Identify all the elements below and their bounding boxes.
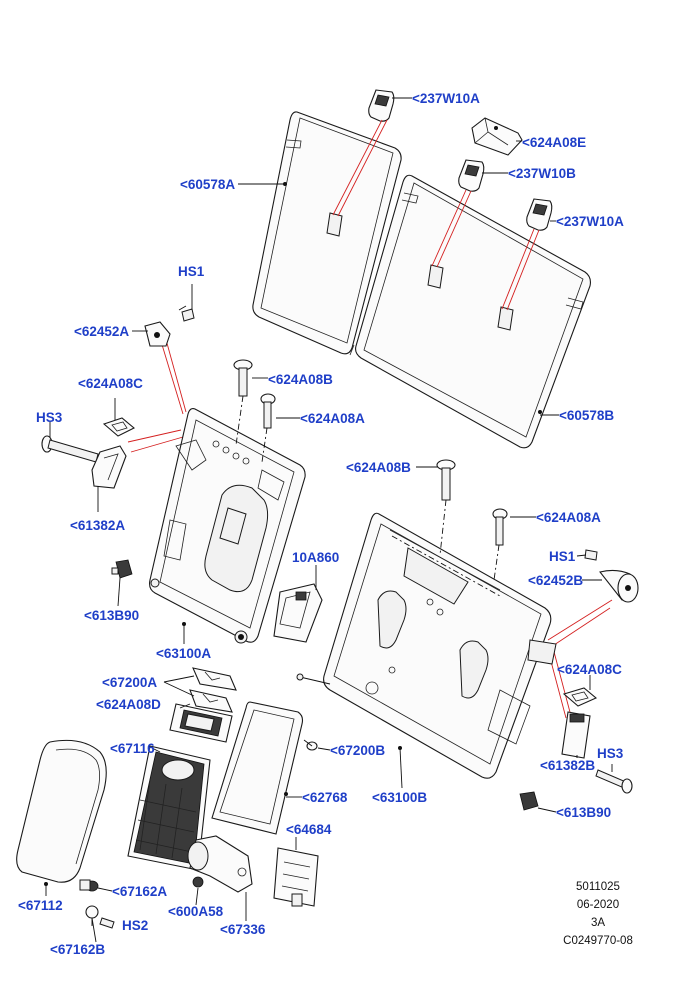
label-624a08c-right: <624A08C [557,662,622,677]
red-callout-lines [127,119,613,719]
label-624a08c-left: <624A08C [78,376,143,391]
cover-624a08c-right [562,687,598,707]
label-hs2: HS2 [122,918,148,933]
label-64684: <64684 [286,822,332,837]
nut-600a58 [192,876,204,888]
reference-number: 5011025 [576,881,620,893]
screw-hs1-left [178,305,195,322]
label-613b90-right: <613B90 [556,805,611,820]
armrest-pad-67112 [16,739,107,883]
label-624a08a-left: <624A08A [300,411,365,426]
label-63100a: <63100A [156,646,211,661]
pivot-pin-624a08a-right [492,508,508,581]
label-67162a: <67162A [112,884,167,899]
bolt-hs3-right [595,769,633,794]
label-67336: <67336 [220,922,266,937]
label-237w10a-top: <237W10A [412,91,480,106]
hinge-67162a [79,879,99,892]
label-10a860: 10A860 [292,550,339,565]
bracket-67336 [187,835,253,893]
pivot-pin-624a08b-right [436,459,456,556]
bracket-62452a [144,321,171,347]
hinge-bracket-61382b [561,711,591,759]
clips-67200a [189,667,237,713]
label-67200a: <67200A [102,675,157,690]
label-67162b: <67162B [50,942,105,957]
label-60578a: <60578A [180,177,235,192]
armrest-lid-frame-624a08d [169,703,233,743]
armrest-cover-62768 [211,701,304,835]
label-624a08e: <624A08E [522,135,586,150]
seat-frame-63100b [296,512,557,779]
bracket-10a860 [273,583,323,643]
plate-64684 [273,847,319,907]
label-62452b: <62452B [528,573,583,588]
label-600a58: <600A58 [168,904,224,919]
screw-hs1-right [584,549,598,561]
label-624a08b-left: <624A08B [268,372,333,387]
label-237w10a-right: <237W10A [556,214,624,229]
label-67116: <67116 [110,741,155,756]
reference-revision: 3A [591,917,605,929]
hinge-67162b [85,905,99,926]
bolt-hs3-left [41,435,99,463]
label-62452a: <62452A [74,324,129,339]
label-613b90-left: <613B90 [84,608,139,623]
reference-code: C0249770-08 [563,935,633,947]
seat-frame-63100a [149,408,306,644]
reference-date: 06-2020 [577,899,619,911]
label-hs1-left: HS1 [178,264,205,279]
screw-hs2 [99,917,115,929]
armrest-base-67116 [127,745,211,871]
cover-624a08e [471,117,523,156]
leader-lines [44,97,613,943]
screw-67200b [303,739,318,751]
label-61382b: <61382B [540,758,595,773]
drawing-reference-block: 5011025 06-2020 3A C0249770-08 [563,881,633,947]
label-62768: <62768 [302,790,348,805]
hinge-bracket-61382a [91,445,127,489]
headrest-guide-clip-237w10a-right [526,198,553,231]
cover-624a08c-left [102,417,135,437]
headrest-guide-slots [326,212,514,331]
clip-613b90-right [519,791,539,811]
headrest-guide-clip-237w10b [458,159,485,192]
label-237w10b: <237W10B [508,166,576,181]
part-labels: <237W10A <624A08E <60578A <237W10B <237W… [18,91,624,957]
headrest-guide-clip-237w10a-top [368,89,395,122]
label-hs1-right: HS1 [549,549,576,564]
clip-613b90-left [111,559,133,579]
bracket-62452b [599,569,639,603]
label-624a08b-right: <624A08B [346,460,411,475]
pivot-pin-624a08b-left [233,359,253,446]
label-67200b: <67200B [330,743,385,758]
pivot-pin-624a08a-left [260,393,276,463]
label-63100b: <63100B [372,790,427,805]
label-67112: <67112 [18,898,63,913]
label-hs3-right: HS3 [597,746,624,761]
label-61382a: <61382A [70,518,125,533]
label-60578b: <60578B [559,408,614,423]
label-624a08d: <624A08D [96,697,161,712]
label-hs3-left: HS3 [36,410,63,425]
label-624a08a-right: <624A08A [536,510,601,525]
